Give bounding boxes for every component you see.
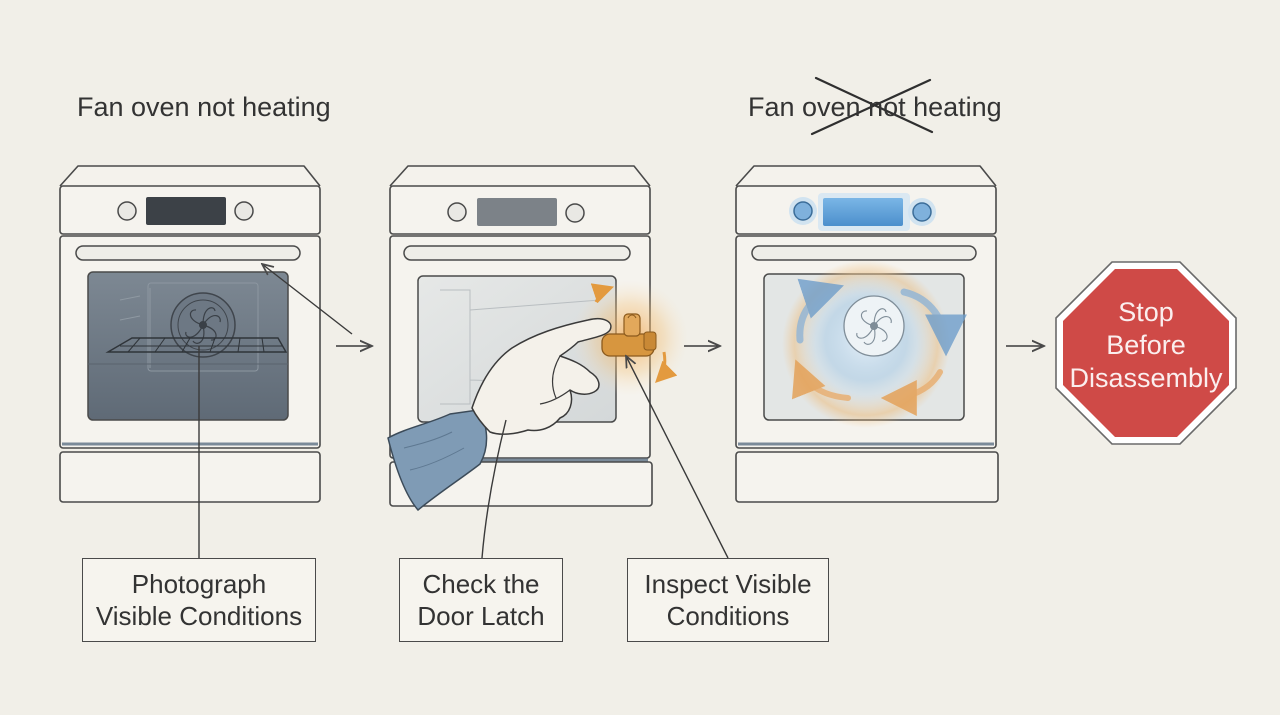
fan-icon (170, 292, 236, 358)
stop-sign-text: Stop Before Disassembly (1062, 296, 1230, 395)
step-label-inspect: Inspect Visible Conditions (627, 558, 829, 642)
door-latch-icon (601, 313, 657, 357)
airflow-arrows-icon (792, 278, 967, 416)
step-label-line: Visible Conditions (95, 601, 303, 631)
stop-sign-line: Disassembly (1069, 363, 1223, 393)
hand-icon (387, 318, 612, 512)
stop-sign-line: Before (1106, 330, 1186, 360)
step-label-photograph: Photograph Visible Conditions (82, 558, 316, 642)
step-label-line: Door Latch (417, 601, 545, 631)
cross-out-icon (810, 76, 934, 136)
step-label-line: Inspect Visible (644, 569, 812, 599)
oven-icon (59, 165, 321, 503)
pointer-line (262, 264, 353, 335)
step-label-line: Photograph (131, 569, 267, 599)
stop-sign-icon (1055, 261, 1237, 445)
heading-left: Fan oven not heating (77, 92, 331, 122)
oven-icon (735, 165, 999, 503)
leader-line (481, 419, 507, 559)
fan-icon (843, 295, 905, 357)
step-label-door-latch: Check the Door Latch (399, 558, 563, 642)
heading-right: Fan oven not heating (748, 92, 1002, 122)
step-label-line: Check the (422, 569, 540, 599)
step-label-line: Conditions (666, 601, 790, 631)
pointer-line (626, 356, 729, 559)
stop-sign-line: Stop (1118, 297, 1174, 327)
